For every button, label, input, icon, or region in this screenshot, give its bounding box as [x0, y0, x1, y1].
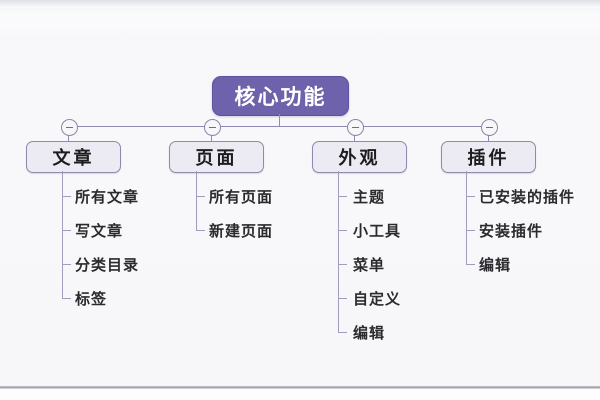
leaf-tick: [338, 332, 347, 333]
leaf-node[interactable]: 主题: [353, 188, 386, 206]
leaf-node[interactable]: 编辑: [479, 256, 512, 274]
collapse-minus-icon: [209, 127, 216, 128]
leaf-node[interactable]: 菜单: [353, 256, 386, 274]
collapse-toggle-chajian[interactable]: [481, 119, 498, 136]
leaf-node[interactable]: 自定义: [353, 290, 402, 308]
collapse-minus-icon: [352, 127, 359, 128]
leaf-node[interactable]: 编辑: [353, 324, 386, 342]
leaf-tick: [196, 196, 205, 197]
root-node-label: 核心功能: [234, 85, 327, 109]
leaf-node[interactable]: 所有文章: [75, 188, 140, 206]
collapse-minus-icon: [486, 127, 493, 128]
leaf-tick: [338, 196, 347, 197]
branch-rail-chajian: [466, 171, 467, 265]
leaf-node[interactable]: 标签: [75, 290, 108, 308]
leaf-tick: [62, 298, 71, 299]
branch-node-label: 外观: [338, 148, 381, 169]
level2-bus-line: [68, 126, 489, 127]
collapse-toggle-yemian[interactable]: [204, 119, 221, 136]
root-node-core-functions[interactable]: 核心功能: [212, 76, 349, 116]
leaf-node[interactable]: 所有页面: [209, 188, 274, 206]
leaf-tick: [338, 264, 347, 265]
leaf-tick: [338, 298, 347, 299]
leaf-node[interactable]: 小工具: [353, 222, 402, 240]
branch-rail-wenzhang: [62, 171, 63, 299]
leaf-tick: [466, 264, 475, 265]
branch-node-label: 文章: [52, 148, 95, 169]
bottom-divider: [0, 386, 600, 389]
root-stem: [279, 114, 280, 127]
leaf-node[interactable]: 分类目录: [75, 256, 140, 274]
leaf-node[interactable]: 安装插件: [479, 222, 544, 240]
collapse-toggle-waiguan[interactable]: [347, 119, 364, 136]
branch-rail-yemian: [196, 171, 197, 231]
branch-node-label: 插件: [467, 148, 510, 169]
leaf-tick: [196, 230, 205, 231]
collapse-minus-icon: [66, 127, 73, 128]
leaf-tick: [62, 196, 71, 197]
leaf-tick: [62, 230, 71, 231]
top-edge-band: [0, 0, 600, 8]
leaf-tick: [466, 230, 475, 231]
branch-node-chajian[interactable]: 插件: [441, 141, 536, 173]
leaf-tick: [338, 230, 347, 231]
branch-node-label: 页面: [195, 148, 238, 169]
branch-node-wenzhang[interactable]: 文章: [26, 141, 121, 173]
branch-node-waiguan[interactable]: 外观: [312, 141, 407, 173]
collapse-toggle-wenzhang[interactable]: [61, 119, 78, 136]
leaf-tick: [466, 196, 475, 197]
branch-node-yemian[interactable]: 页面: [169, 141, 264, 173]
leaf-node[interactable]: 已安装的插件: [479, 188, 576, 206]
leaf-node[interactable]: 新建页面: [209, 222, 274, 240]
leaf-node[interactable]: 写文章: [75, 222, 124, 240]
leaf-tick: [62, 264, 71, 265]
branch-rail-waiguan: [338, 171, 339, 333]
bottom-edge-fill: [0, 389, 600, 400]
